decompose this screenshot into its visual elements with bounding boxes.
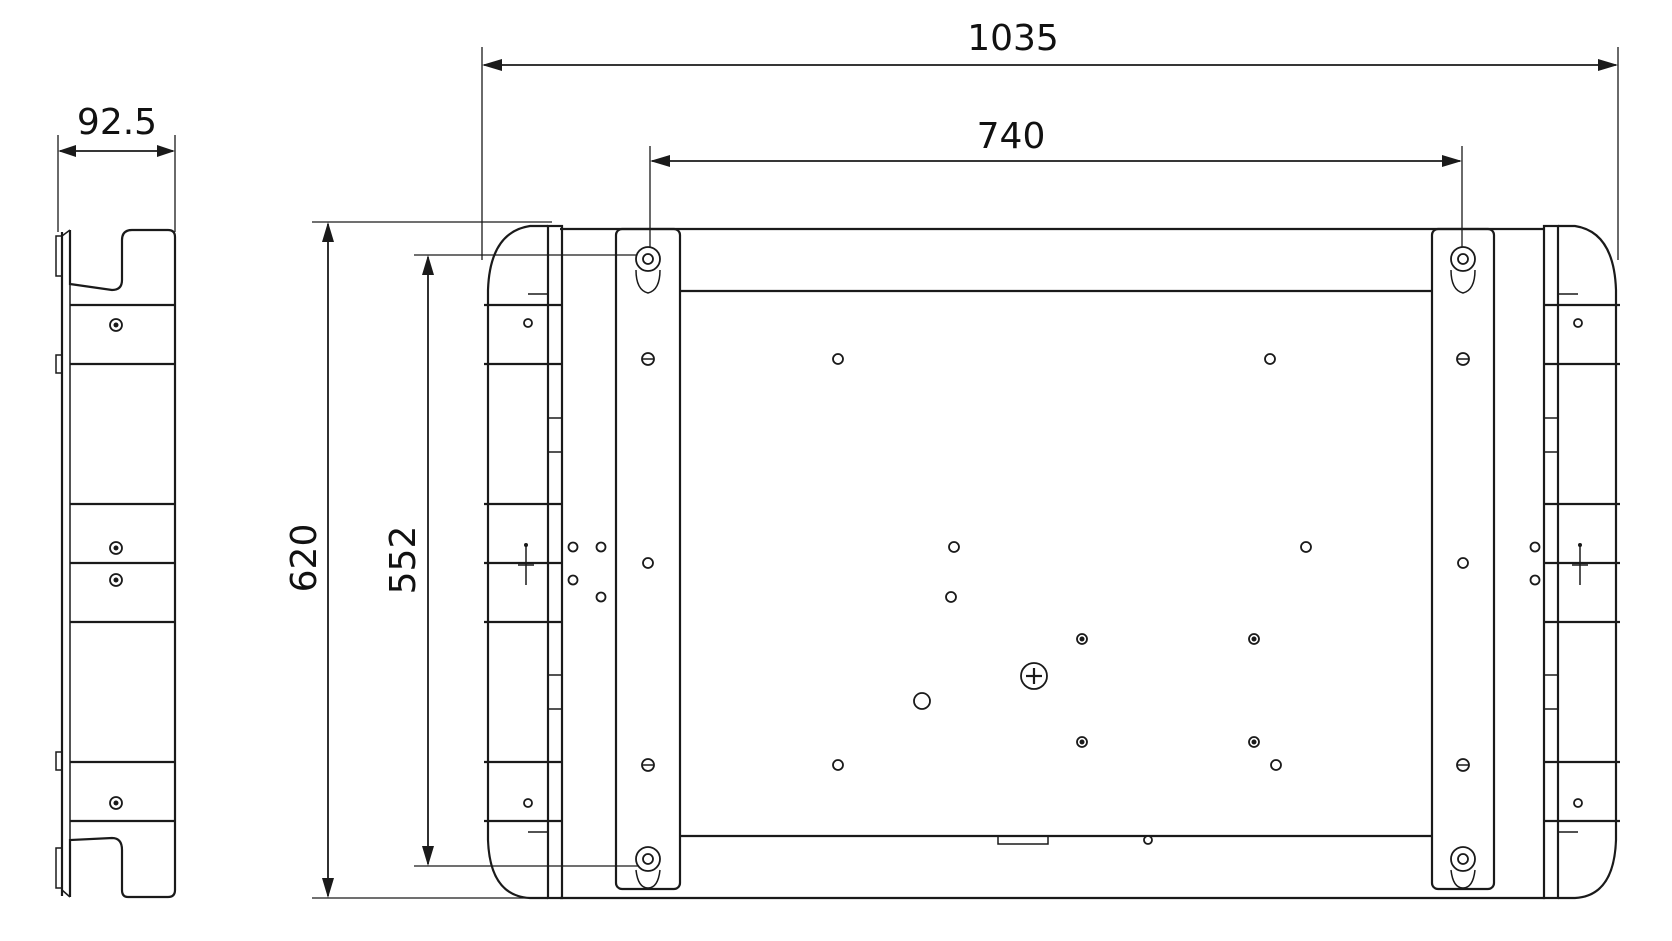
front-view bbox=[484, 224, 1620, 900]
hole-spacing-width-label: 740 bbox=[977, 116, 1046, 157]
side-view: 92.5 bbox=[55, 102, 177, 899]
hole-spacing-height-dimension-line bbox=[422, 255, 434, 866]
depth-dimension-line bbox=[58, 145, 175, 157]
depth-dimension-label: 92.5 bbox=[77, 102, 157, 143]
right-end-cap bbox=[1529, 224, 1620, 900]
side-profile bbox=[55, 228, 177, 899]
overall-height-label: 620 bbox=[284, 524, 325, 593]
right-mounting-rail bbox=[1430, 227, 1496, 891]
plate-holes bbox=[832, 353, 1312, 845]
overall-height-dimension-line bbox=[322, 222, 334, 898]
overall-width-dimension-line bbox=[482, 59, 1618, 71]
overall-width-label: 1035 bbox=[967, 18, 1059, 59]
hole-spacing-height-label: 552 bbox=[383, 526, 424, 595]
front-view-dimensions: 1035 740 620 552 bbox=[284, 18, 1619, 899]
left-mounting-rail bbox=[614, 227, 682, 891]
left-end-cap bbox=[484, 224, 607, 900]
hole-spacing-width-dimension-line bbox=[650, 155, 1462, 167]
